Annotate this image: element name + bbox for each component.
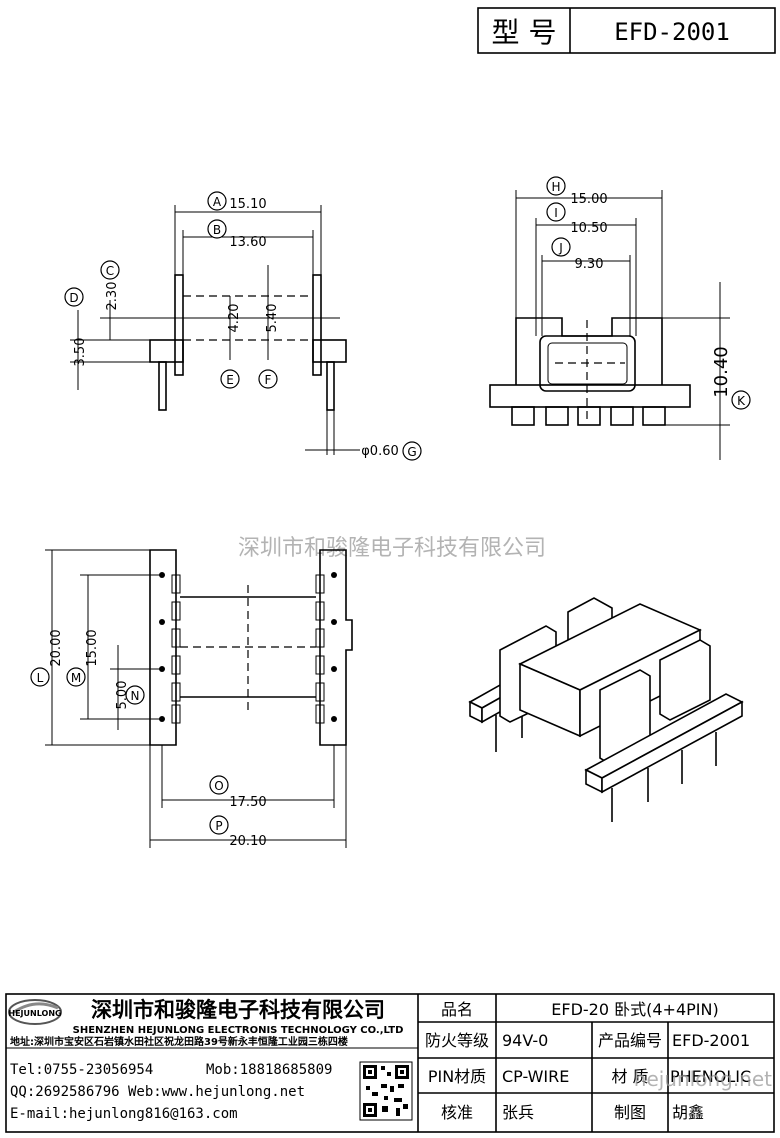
svg-text:P: P: [215, 819, 222, 833]
svg-text:E: E: [226, 373, 234, 387]
dim-n-value: 5.00: [115, 681, 130, 710]
svg-text:J: J: [558, 241, 563, 255]
qr-code: [359, 1061, 413, 1121]
dim-a-value: 15.10: [229, 197, 266, 212]
dim-h-value: 15.00: [570, 192, 607, 207]
spec-pin-value: CP-WIRE: [502, 1067, 569, 1086]
top-view: 20.00 L 15.00 M 5.00 N 17.50 O 20.10 P: [30, 549, 353, 849]
spec-name-label: 品名: [441, 1000, 473, 1019]
isometric-view: [468, 597, 744, 822]
company-email: E-mail:hejunlong816@163.com: [10, 1106, 238, 1122]
spec-pin-label: PIN材质: [428, 1067, 486, 1086]
svg-text:L: L: [37, 671, 44, 685]
svg-text:K: K: [737, 394, 746, 408]
svg-text:B: B: [213, 223, 221, 237]
dim-e-value: 4.20: [227, 304, 242, 333]
dim-i-value: 10.50: [570, 221, 607, 236]
svg-text:N: N: [131, 689, 140, 703]
dim-k-value: 10.40: [711, 346, 732, 398]
company-logo: HEJUNLONG: [8, 999, 62, 1025]
svg-text:G: G: [407, 445, 416, 459]
spec-draw-value: 胡鑫: [672, 1103, 704, 1122]
model-header-box: 型 号 EFD-2001: [477, 7, 776, 54]
dim-f-value: 5.40: [265, 304, 280, 333]
company-name-en: SHENZHEN HEJUNLONG ELECTRONIS TECHNOLOGY…: [73, 1025, 404, 1036]
dim-c-value: 2.30: [105, 282, 120, 311]
dim-o-value: 17.50: [229, 795, 266, 810]
company-mob: Mob:18818685809: [206, 1062, 332, 1078]
spec-fire-label: 防火等级: [425, 1031, 489, 1050]
spec-name-value: EFD-20 卧式(4+4PIN): [551, 1000, 718, 1019]
watermark-center: 深圳市和骏隆电子科技有限公司: [238, 536, 546, 561]
spec-check-label: 核准: [441, 1103, 473, 1122]
spec-material-value: PHENOLIC: [670, 1067, 751, 1086]
svg-text:A: A: [213, 195, 222, 209]
model-value: EFD-2001: [614, 18, 730, 46]
svg-text:D: D: [69, 291, 78, 305]
front-view: 15.00 H 10.50 I 9.30 J 10.40 K: [489, 176, 751, 460]
spec-fire-value: 94V-0: [502, 1031, 548, 1050]
dim-l-value: 20.00: [49, 629, 64, 666]
dim-m-value: 15.00: [85, 629, 100, 666]
dim-d-value: 3.50: [73, 338, 88, 367]
svg-text:I: I: [554, 206, 558, 220]
dim-b-value: 13.60: [229, 235, 266, 250]
company-qq-web: QQ:2692586796 Web:www.hejunlong.net: [10, 1084, 305, 1100]
svg-text:O: O: [214, 779, 223, 793]
watermark-corner: hejunlong.net: [634, 1067, 772, 1091]
company-address: 地址:深圳市宝安区石岩镇水田社区祝龙田路39号新永丰恒隆工业园三栋四楼: [10, 1035, 348, 1048]
svg-text:F: F: [265, 373, 272, 387]
logo-text: HEJUNLONG: [8, 1009, 61, 1018]
spec-draw-label: 制图: [614, 1103, 646, 1122]
company-tel: Tel:0755-23056954: [10, 1062, 153, 1078]
spec-code-value: EFD-2001: [672, 1031, 750, 1050]
dim-p-value: 20.10: [229, 834, 266, 849]
dim-j-value: 9.30: [575, 257, 604, 272]
spec-code-label: 产品编号: [598, 1031, 662, 1050]
title-block: HEJUNLONG 深圳市和骏隆电子科技有限公司 SHENZHEN HEJUNL…: [5, 993, 775, 1133]
side-view: 15.10 A 13.60 B 2.30 C 3.50 D 4.20 E 5.4…: [64, 191, 422, 461]
company-name-cn: 深圳市和骏隆电子科技有限公司: [91, 998, 385, 1022]
model-label: 型 号: [492, 16, 557, 49]
svg-text:M: M: [71, 671, 81, 685]
svg-text:H: H: [551, 180, 560, 194]
spec-check-value: 张兵: [502, 1103, 534, 1122]
spec-material-label: 材 质: [611, 1067, 648, 1086]
svg-text:C: C: [106, 264, 114, 278]
dim-g-value: φ0.60: [361, 444, 399, 459]
